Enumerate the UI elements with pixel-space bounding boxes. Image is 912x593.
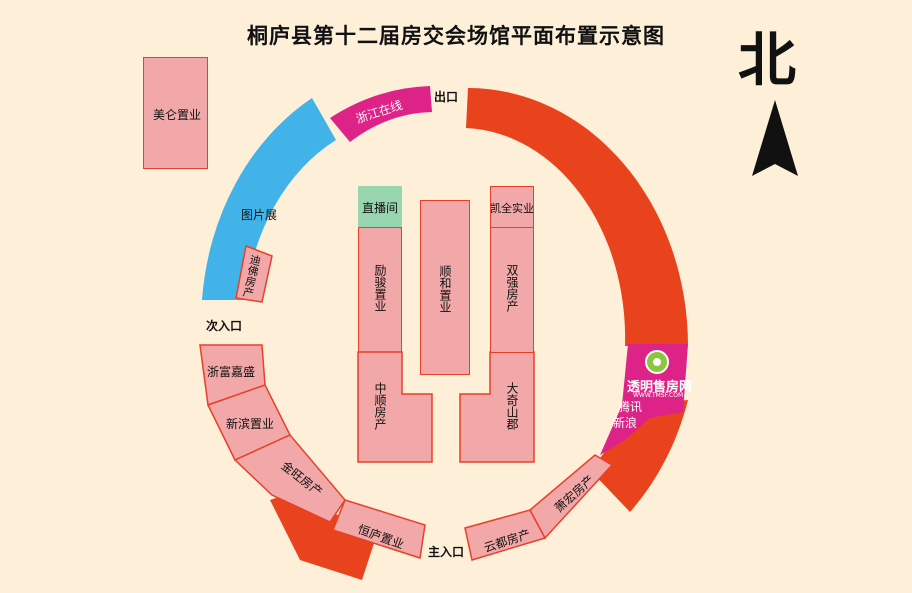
booth-shunhe-label: 顺和置业 xyxy=(438,265,452,313)
booth-shuangqiang: 双强房产 xyxy=(490,227,534,353)
red-zone-east xyxy=(466,88,688,346)
booth-xiaohong-shape xyxy=(529,454,614,540)
booth-kaiquan: 凯全实业 xyxy=(490,186,534,228)
booth-tmsf: 透明售房网 xyxy=(627,380,693,395)
booth-live-room-label: 直播间 xyxy=(362,201,399,215)
booth-live-room: 直播间 xyxy=(358,186,402,228)
booth-tencent: 腾讯 xyxy=(618,400,643,414)
booth-lijun: 励骏置业 xyxy=(358,227,402,353)
secondary-entrance-label: 次入口 xyxy=(206,319,243,333)
booth-shunhe: 顺和置业 xyxy=(420,200,470,375)
magenta-zone-zhejiang xyxy=(330,86,432,142)
booth-jinwang-shape xyxy=(233,434,346,523)
booth-xinbin: 新滨置业 xyxy=(226,417,275,431)
booth-daqi: 大奇山郡 xyxy=(505,382,519,430)
booth-photo-exhibit: 图片展 xyxy=(241,208,278,222)
red-zone-southeast xyxy=(590,400,688,512)
booth-lijun-label: 励骏置业 xyxy=(373,264,387,312)
blue-zone-photo xyxy=(202,98,336,300)
booth-sina: 新浪 xyxy=(613,416,638,430)
magenta-zone-east xyxy=(600,344,688,455)
red-zone-southwest xyxy=(270,490,375,580)
booth-difo-shape xyxy=(235,244,273,303)
booth-meilun-label: 美仑置业 xyxy=(153,108,202,122)
north-arrow-icon xyxy=(752,100,798,176)
booth-shuangqiang-label: 双强房产 xyxy=(505,264,519,312)
booth-henglu-shape xyxy=(332,499,426,559)
booth-tmsf-url: WWW.TMSF.COM xyxy=(633,392,684,399)
main-entrance-label: 主入口 xyxy=(428,545,465,559)
page-title: 桐庐县第十二届房交会场馆平面布置示意图 xyxy=(247,24,665,48)
booth-zhefu-jiasheng: 浙富嘉盛 xyxy=(207,365,256,379)
compass-north-label: 北 xyxy=(738,26,797,94)
booth-zhongshun: 中顺房产 xyxy=(373,382,387,430)
booth-meilun: 美仑置业 xyxy=(143,57,208,169)
booth-kaiquan-label: 凯全实业 xyxy=(490,202,534,215)
exit-label: 出口 xyxy=(434,90,459,104)
